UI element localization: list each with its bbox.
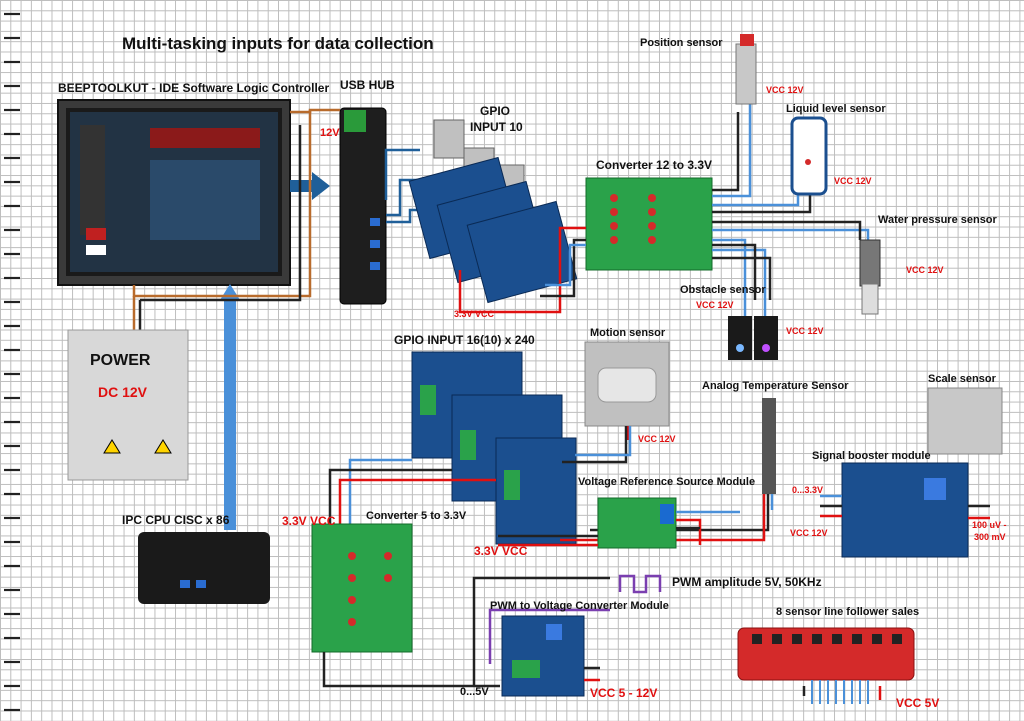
vref-label: Voltage Reference Source Module [578,476,756,488]
obstacle-label: Obstacle sensor [680,284,766,296]
pwm-converter-label: PWM to Voltage Converter Module [490,600,669,612]
ipc-box [138,532,270,604]
analog-temp-label: Analog Temperature Sensor [702,380,849,392]
vcc12-obstacle-1: VCC 12V [696,300,734,310]
controller-monitor [57,99,291,286]
signal-booster-module [841,462,969,558]
uv-range-b: 300 mV [974,532,1006,542]
page-title: Multi-tasking inputs for data collection [122,34,434,53]
controller-label: BEEPTOOLKUT - IDE Software Logic Control… [58,81,330,95]
position-sensor [735,43,757,105]
vcc12-water: VCC 12V [906,265,944,275]
power-word: POWER [90,352,151,369]
vcc12-motion: VCC 12V [638,434,676,444]
scale-sensor-label: Scale sensor [928,373,996,385]
pwm-to-voltage-module [501,615,585,697]
v33-mid-label: 3.3V VCC [474,544,528,558]
dc12-label: DC 12V [98,384,148,400]
v033-label: 0...3.3V [792,485,824,495]
motion-sensor-label: Motion sensor [590,327,666,339]
usb-hub-label: USB HUB [340,78,395,92]
spiral-binding [4,12,20,712]
arrow-up [220,284,240,530]
water-pressure-label: Water pressure sensor [878,214,997,226]
gpio10-boards [408,119,578,304]
obstacle-sensor-1 [728,316,752,360]
ipc-label: IPC CPU CISC x 86 [122,513,230,527]
water-pressure-sensor [859,239,881,287]
power-supply [67,329,189,481]
hub-12v-label: 12V [320,127,340,139]
gpio10-label: GPIO [480,104,511,118]
liquid-level-sensor [790,116,828,196]
gpio16-label: GPIO INPUT 16(10) x 240 [394,333,535,347]
usb-hub [339,107,387,305]
converter-5-label: Converter 5 to 3.3V [366,510,467,522]
vcc12-booster: VCC 12V [790,528,828,538]
booster-label: Signal booster module [812,450,931,462]
converter-5-board [311,523,413,653]
v33-left-label: 3.3V VCC [282,514,336,528]
v33-top-label: 3.3V VCC [454,309,495,319]
obstacle-sensor-2 [754,316,778,360]
vcc12-liquid: VCC 12V [834,176,872,186]
converter-12-label: Converter 12 to 3.3V [596,158,713,172]
liquid-level-label: Liquid level sensor [786,103,886,115]
position-sensor-label: Position sensor [640,37,723,49]
uv-range-a: 100 uV - [972,520,1007,530]
vcc12-obstacle-2: VCC 12V [786,326,824,336]
vcc12-position: VCC 12V [766,85,804,95]
gpio10-label-b: INPUT 10 [470,120,523,134]
line-follower-label: 8 sensor line follower sales [776,606,920,618]
v05-label: 0...5V [460,686,489,698]
gpio16-boards [411,351,577,545]
line-follower-board [737,627,915,681]
pwm-amp-label: PWM amplitude 5V, 50KHz [672,575,822,589]
vcc5-label: VCC 5V [896,696,940,710]
scale-sensor [927,387,1003,455]
vcc5-12-label: VCC 5 - 12V [590,686,658,700]
analog-temperature-sensor [762,398,776,494]
